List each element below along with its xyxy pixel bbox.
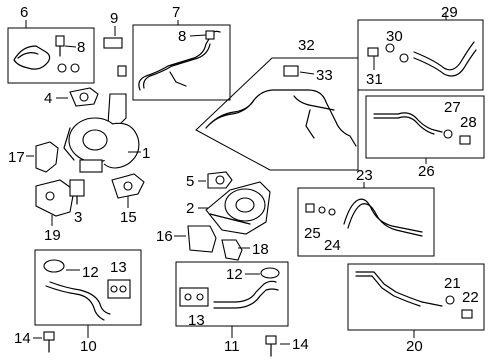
callout-18: 18	[252, 241, 269, 258]
group-11	[175, 261, 289, 327]
callout-27: 27	[444, 99, 461, 116]
harness-32	[205, 89, 357, 147]
gasket-12b	[260, 267, 280, 279]
callout-25: 25	[304, 225, 321, 242]
box-23	[297, 187, 435, 257]
turbo-manifold-2	[205, 181, 271, 235]
callout-13b: 13	[188, 312, 205, 329]
callout-1: 1	[142, 145, 150, 162]
callout-15: 15	[120, 209, 137, 226]
box-20	[347, 263, 485, 331]
line-23	[343, 198, 423, 233]
washer-30a	[385, 43, 395, 53]
callout-12b: 12	[226, 266, 243, 283]
line-20	[355, 271, 443, 307]
line-29	[413, 41, 475, 71]
callout-11: 11	[224, 338, 240, 355]
callout-10: 10	[80, 338, 97, 355]
callout-24: 24	[324, 237, 341, 254]
callout-9: 9	[110, 10, 118, 27]
box-29	[357, 19, 484, 91]
callout-7: 7	[172, 4, 180, 21]
oil-line-6	[13, 45, 51, 70]
washer-30b	[399, 53, 409, 63]
callout-12a: 12	[82, 264, 99, 281]
line-26	[373, 112, 443, 133]
bolt-14b	[265, 335, 277, 345]
callout-8b: 8	[178, 28, 186, 45]
gasket-12a	[43, 259, 65, 273]
group-29	[357, 19, 484, 91]
group-7	[132, 24, 231, 101]
washer-21	[445, 295, 455, 305]
callout-26: 26	[418, 163, 435, 180]
washer-25a	[318, 206, 326, 214]
box-7	[132, 24, 231, 101]
bolt-8b	[205, 30, 215, 40]
callout-28: 28	[460, 114, 477, 131]
nut-3	[69, 179, 85, 197]
bracket-17	[35, 141, 59, 173]
callout-8a: 8	[77, 39, 85, 56]
washer-24	[328, 208, 336, 216]
bolt-25	[305, 203, 315, 213]
box-32	[195, 57, 359, 171]
washer-6b	[70, 63, 80, 73]
group-26	[365, 95, 485, 159]
callout-32: 32	[298, 37, 315, 54]
group-32	[195, 57, 359, 171]
bolt-14a	[43, 331, 55, 341]
seal-kit-13a	[107, 279, 131, 299]
callout-6: 6	[20, 4, 28, 21]
washer-6a	[57, 63, 67, 73]
callout-17: 17	[8, 149, 25, 166]
callout-22: 22	[462, 289, 479, 306]
group-6	[7, 27, 95, 84]
box-6	[7, 27, 95, 84]
connector-33	[283, 65, 299, 77]
callout-33: 33	[316, 67, 333, 84]
bolt-22	[461, 309, 473, 319]
callout-20: 20	[406, 338, 423, 355]
callout-13a: 13	[110, 259, 127, 276]
callout-14b: 14	[292, 336, 309, 353]
callout-4: 4	[44, 90, 52, 107]
fitting-9b	[117, 65, 127, 77]
heat-shield-16	[187, 225, 217, 253]
callout-14a: 14	[14, 330, 31, 347]
callout-30: 30	[386, 28, 403, 45]
callout-21: 21	[444, 275, 461, 292]
callout-29: 29	[441, 4, 458, 21]
bolt-31	[367, 47, 379, 57]
bolt-28	[459, 135, 471, 145]
bracket-18	[221, 239, 243, 261]
callout-19: 19	[44, 227, 61, 244]
callout-16: 16	[156, 228, 173, 245]
seal-kit-13b	[179, 287, 209, 307]
turbocharger-1	[63, 93, 140, 173]
callout-31: 31	[366, 71, 383, 88]
group-20	[347, 263, 485, 331]
group-23	[297, 187, 435, 257]
callout-5: 5	[186, 173, 194, 190]
callout-23: 23	[356, 167, 373, 184]
bolt-8-head	[55, 35, 65, 47]
bracket-19	[35, 179, 75, 217]
return-tube-10	[45, 285, 105, 321]
washer-27	[443, 129, 453, 139]
feed-line-11	[213, 280, 277, 303]
callout-3: 3	[74, 209, 82, 226]
fitting-9	[103, 37, 123, 49]
callout-2: 2	[186, 200, 194, 217]
box-26	[365, 95, 485, 159]
group-10	[34, 249, 142, 326]
